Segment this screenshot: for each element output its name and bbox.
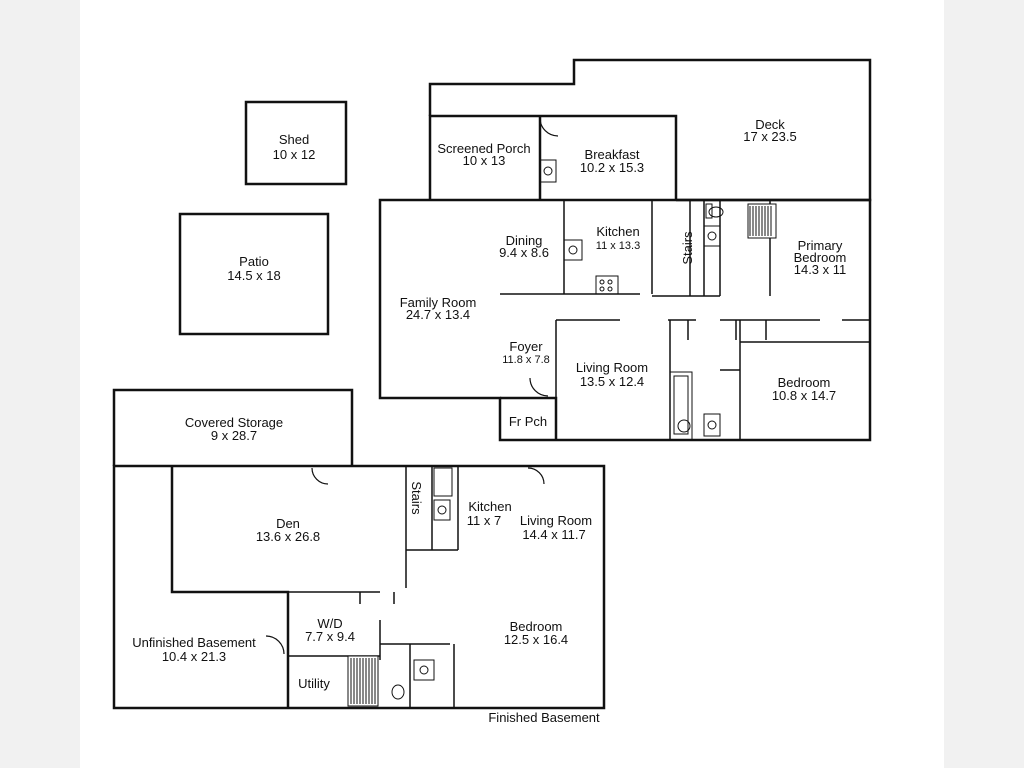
kitchen-basement-size: 11 x 7	[467, 513, 501, 528]
main-floor-outline	[378, 198, 872, 442]
primary-bedroom-size: 14.3 x 11	[794, 262, 847, 277]
bedroom-basement-size: 12.5 x 16.4	[504, 632, 568, 647]
kitchen-basement-name: Kitchen	[468, 499, 511, 514]
family-room-size: 24.7 x 13.4	[406, 307, 470, 322]
porch-breakfast-outline	[428, 114, 678, 200]
deck-outline	[428, 58, 872, 202]
dining-size: 9.4 x 8.6	[499, 245, 549, 260]
patio-size: 14.5 x 18	[227, 268, 281, 283]
shed-size: 10 x 12	[273, 147, 316, 162]
utility-label: Utility	[298, 676, 330, 691]
kitchen-name: Kitchen	[596, 224, 639, 239]
patio-name: Patio	[239, 254, 269, 269]
den-size: 13.6 x 26.8	[256, 529, 320, 544]
primary-bedroom-name-2: Bedroom	[794, 250, 847, 265]
dining-name: Dining	[506, 233, 543, 248]
floor-plan-sheet: Shed 10 x 12 Patio 14.5 x 18 Screened Po…	[80, 0, 944, 768]
wd-name: W/D	[317, 616, 342, 631]
covered-storage-size: 9 x 28.7	[211, 428, 257, 443]
breakfast-size: 10.2 x 15.3	[580, 160, 644, 175]
unfinished-basement-size: 10.4 x 21.3	[162, 649, 226, 664]
breakfast-name: Breakfast	[585, 147, 640, 162]
deck-name: Deck	[755, 117, 785, 132]
unfinished-basement-name: Unfinished Basement	[132, 635, 256, 650]
living-room-basement-size: 14.4 x 11.7	[522, 527, 585, 542]
foyer-size: 11.8 x 7.8	[502, 354, 550, 366]
shed-outline	[244, 100, 348, 186]
basement-outline	[112, 464, 606, 710]
covered-storage-outline	[112, 388, 354, 466]
stairs-main-label: Stairs	[680, 231, 695, 265]
wd-size: 7.7 x 9.4	[305, 629, 355, 644]
primary-bedroom-name-1: Primary	[798, 238, 843, 253]
screened-porch-size: 10 x 13	[463, 153, 506, 168]
screened-porch-name: Screened Porch	[437, 141, 530, 156]
bedroom-basement-name: Bedroom	[510, 619, 563, 634]
living-room-basement-name: Living Room	[520, 513, 592, 528]
kitchen-size: 11 x 13.3	[596, 240, 640, 252]
bedroom-main-size: 10.8 x 14.7	[772, 388, 836, 403]
den-name: Den	[276, 516, 300, 531]
living-room-size: 13.5 x 12.4	[580, 374, 644, 389]
floor-plan: Shed 10 x 12 Patio 14.5 x 18 Screened Po…	[112, 58, 872, 725]
bedroom-main-name: Bedroom	[778, 375, 831, 390]
covered-storage-name: Covered Storage	[185, 415, 283, 430]
front-porch-label: Fr Pch	[509, 414, 547, 429]
family-room-name: Family Room	[400, 295, 477, 310]
patio-outline	[178, 212, 330, 336]
finished-basement-caption: Finished Basement	[488, 710, 600, 725]
stairs-basement-label: Stairs	[409, 481, 424, 515]
foyer-name: Foyer	[509, 339, 543, 354]
den-outline	[170, 466, 290, 708]
deck-size: 17 x 23.5	[743, 129, 797, 144]
shed-name: Shed	[279, 132, 309, 147]
living-room-name: Living Room	[576, 360, 648, 375]
